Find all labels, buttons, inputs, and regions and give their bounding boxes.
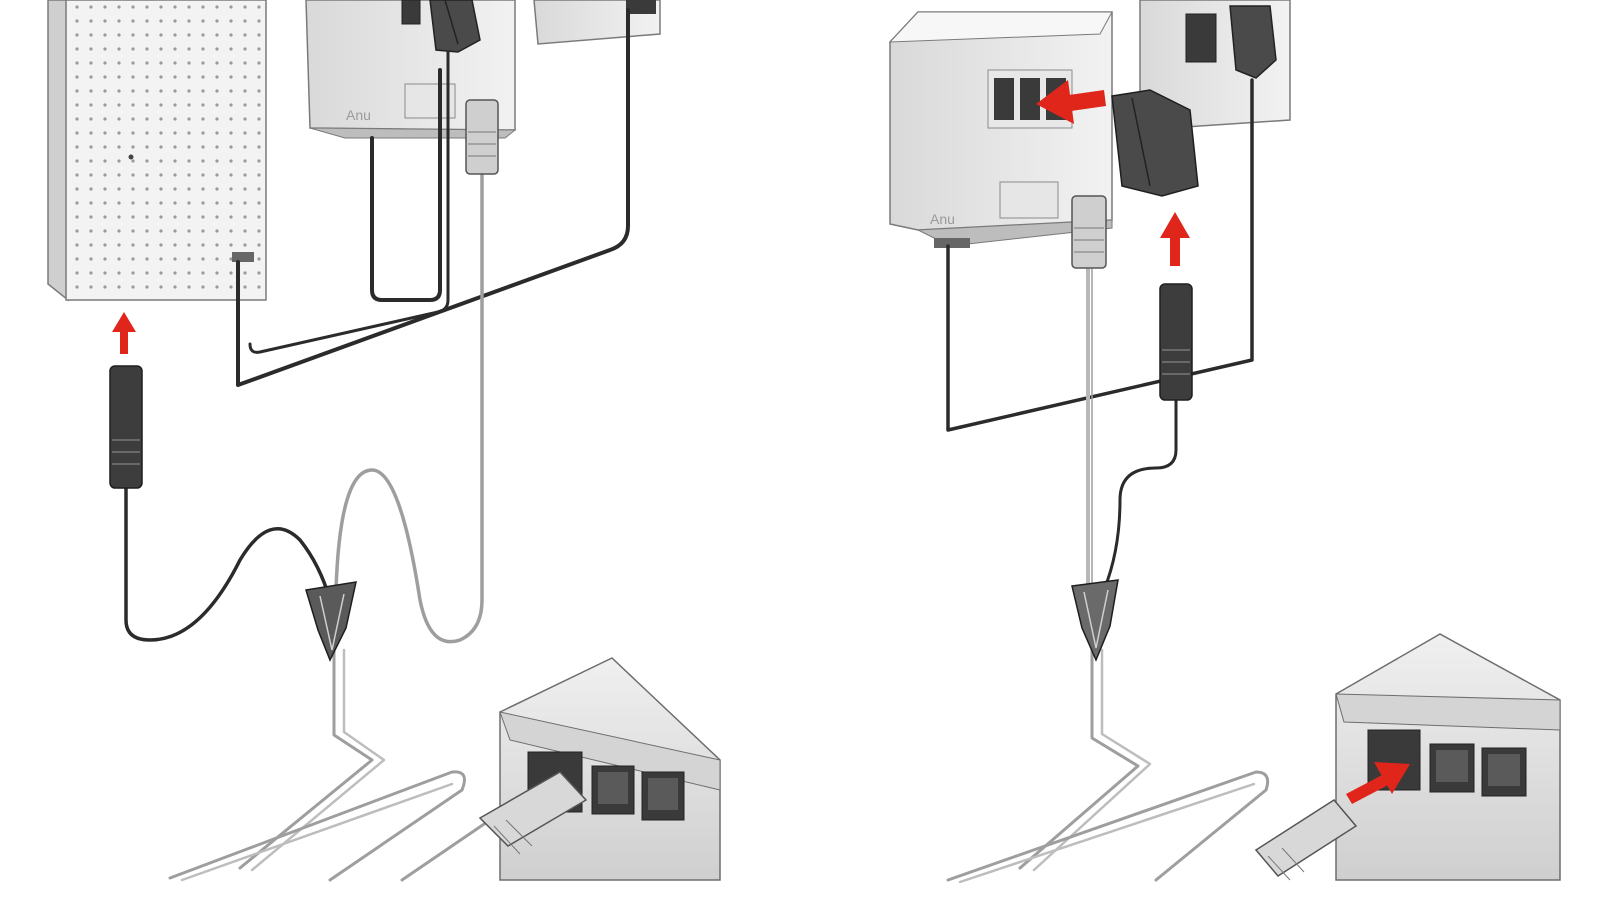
rj-plug-left — [109, 365, 143, 489]
y-connector-left — [305, 581, 357, 662]
splitter-label-left: Anu — [346, 107, 371, 123]
rj-plug-socket-left — [465, 99, 499, 175]
right-panel: Anu — [888, 0, 1561, 884]
splitter-box-right: Anu — [888, 11, 1113, 248]
cables-left — [124, 8, 630, 882]
red-arrow-up-icon — [1160, 212, 1190, 266]
red-arrow-up-icon — [112, 312, 136, 354]
cables-right — [946, 78, 1270, 884]
secondary-socket-left — [533, 0, 661, 45]
router-plug-right — [1254, 799, 1358, 881]
left-panel: Anu — [47, 0, 721, 882]
router-plug-left — [478, 771, 588, 855]
y-connector-right — [1071, 579, 1119, 662]
red-arrow-left-icon — [1036, 80, 1106, 124]
red-arrow-diagonal-icon — [1346, 762, 1410, 804]
splitter-label-right: Anu — [930, 211, 955, 227]
splitter-box-left — [47, 0, 267, 302]
router-device-right — [1335, 633, 1561, 881]
router-device-left — [499, 657, 721, 881]
rj-plug-splitter-right — [1071, 195, 1107, 269]
tae-plug-right — [1111, 89, 1199, 197]
rj-plug-right — [1159, 283, 1193, 401]
